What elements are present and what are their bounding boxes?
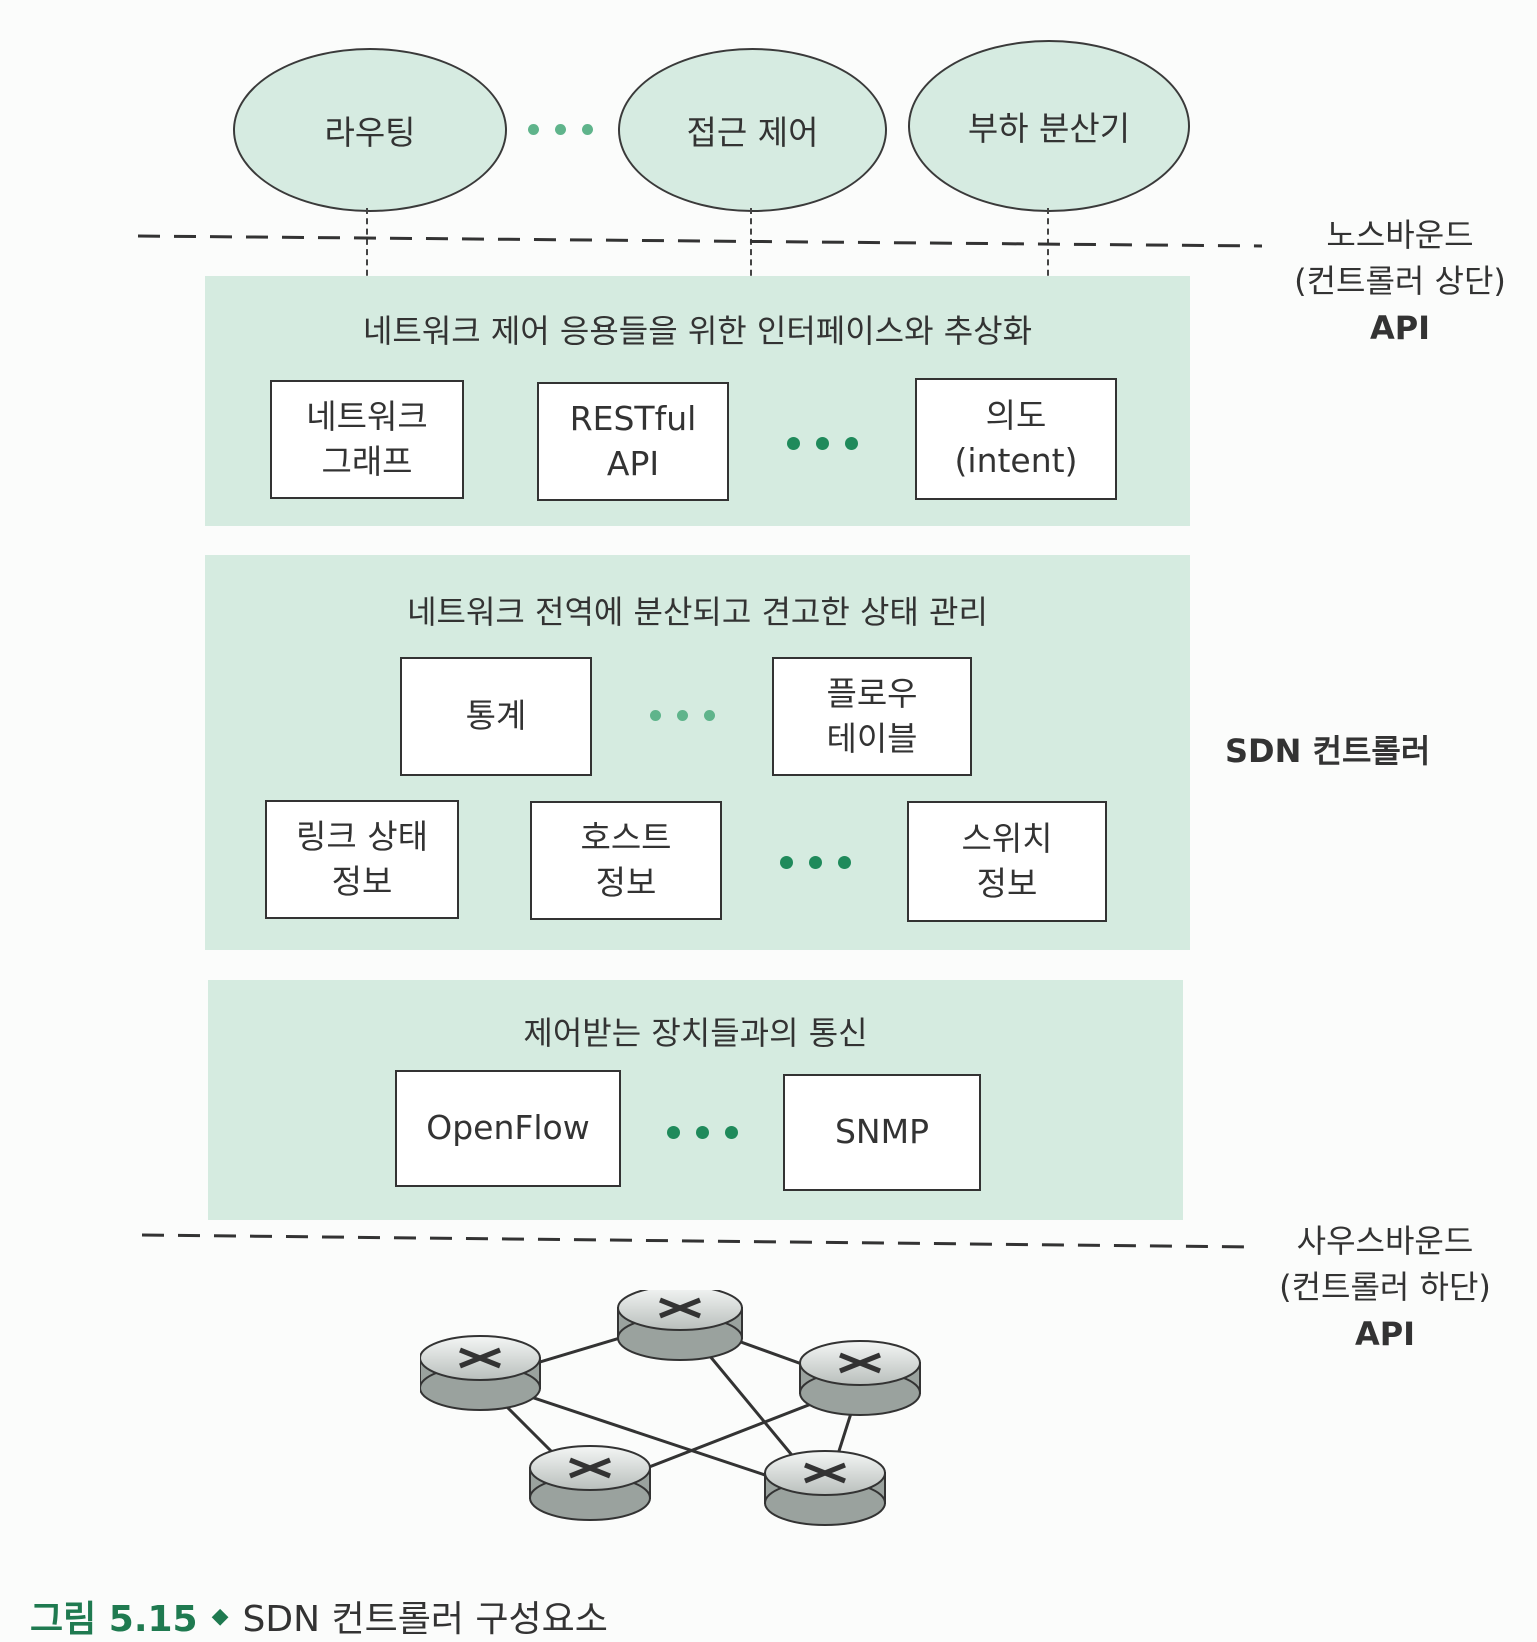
ellipsis-dots-state-bottom <box>780 856 851 869</box>
snmp-line1: SNMP <box>834 1112 929 1152</box>
host-info-line1: 호스트 <box>580 817 672 857</box>
link-state-box: 링크 상태 정보 <box>265 800 459 919</box>
northbound-line3: API <box>1369 308 1431 347</box>
intent-box: 의도 (intent) <box>915 378 1117 500</box>
switch-icon-right <box>799 1340 921 1416</box>
switch-info-line2: 정보 <box>976 863 1038 903</box>
comm-layer-title: 제어받는 장치들과의 통신 <box>523 1014 868 1052</box>
app-access-control: 접근 제어 <box>618 48 887 212</box>
intent-line1: 의도 <box>985 396 1047 436</box>
sdn-controller-label: SDN 컨트롤러 <box>1225 732 1431 770</box>
app-load-balancer: 부하 분산기 <box>908 40 1190 212</box>
connector-routing <box>366 208 368 286</box>
switch-icon-top <box>617 1290 743 1361</box>
northbound-api-label: 노스바운드 (컨트롤러 상단) API <box>1275 212 1525 351</box>
switch-icon-left <box>420 1335 541 1411</box>
statistics-line1: 통계 <box>465 696 527 736</box>
switch-info-line1: 스위치 <box>961 818 1053 858</box>
app-load-balancer-label: 부하 분산기 <box>967 109 1131 148</box>
southbound-line1: 사우스바운드 <box>1296 1222 1474 1260</box>
switch-icon-bottom-right <box>764 1450 886 1526</box>
interface-layer-title: 네트워크 제어 응용들을 위한 인터페이스와 추상화 <box>362 312 1033 350</box>
network-graph-line2: 그래프 <box>321 441 413 481</box>
app-access-control-label: 접근 제어 <box>686 113 819 152</box>
switch-info-box: 스위치 정보 <box>907 801 1107 922</box>
link-state-line1: 링크 상태 <box>296 816 428 856</box>
switch-icon-bottom-left <box>529 1445 651 1521</box>
app-routing: 라우팅 <box>233 48 507 212</box>
southbound-api-label: 사우스바운드 (컨트롤러 하단) API <box>1260 1218 1510 1357</box>
network-graph-line1: 네트워크 <box>306 396 428 436</box>
host-info-box: 호스트 정보 <box>530 801 722 920</box>
flow-table-line2: 테이블 <box>826 718 918 758</box>
restful-api-line2: API <box>606 443 660 483</box>
openflow-line1: OpenFlow <box>426 1108 590 1148</box>
ellipsis-dots-interface <box>787 437 858 450</box>
southbound-dashed-line <box>141 1233 1253 1249</box>
flow-table-box: 플로우 테이블 <box>772 657 972 776</box>
state-layer-panel: 네트워크 전역에 분산되고 견고한 상태 관리 통계 플로우 테이블 링크 상태… <box>205 555 1190 950</box>
southbound-line3: API <box>1354 1314 1416 1353</box>
northbound-line2: (컨트롤러 상단) <box>1294 262 1506 301</box>
comm-layer-panel: 제어받는 장치들과의 통신 OpenFlow SNMP <box>208 980 1183 1220</box>
statistics-box: 통계 <box>400 657 592 776</box>
intent-line2: (intent) <box>954 441 1078 480</box>
switch-network <box>420 1290 921 1526</box>
figure-caption: 그림 5.15 ◆ SDN 컨트롤러 구성요소 <box>30 1590 608 1642</box>
southbound-line2: (컨트롤러 하단) <box>1279 1268 1491 1307</box>
link-state-line2: 정보 <box>331 861 393 901</box>
restful-api-box: RESTful API <box>537 382 729 501</box>
ellipsis-dots-comm <box>667 1126 738 1139</box>
diamond-icon: ◆ <box>211 1603 229 1629</box>
figure-number: 그림 5.15 <box>30 1599 198 1640</box>
ellipsis-dots-apps <box>528 124 593 135</box>
figure-caption-text: SDN 컨트롤러 구성요소 <box>242 1599 608 1640</box>
host-info-line2: 정보 <box>595 862 657 902</box>
connector-access-control <box>750 208 752 286</box>
network-graph-box: 네트워크 그래프 <box>270 380 464 499</box>
flow-table-line1: 플로우 <box>826 673 918 713</box>
state-layer-title: 네트워크 전역에 분산되고 견고한 상태 관리 <box>407 593 988 631</box>
snmp-box: SNMP <box>783 1074 981 1191</box>
northbound-dashed-line <box>137 234 1263 248</box>
connector-load-balancer <box>1047 208 1049 286</box>
interface-layer-panel: 네트워크 제어 응용들을 위한 인터페이스와 추상화 네트워크 그래프 REST… <box>205 276 1190 526</box>
openflow-box: OpenFlow <box>395 1070 621 1187</box>
ellipsis-dots-state-top <box>650 710 715 721</box>
restful-api-line1: RESTful <box>569 398 697 438</box>
northbound-line1: 노스바운드 <box>1326 216 1474 254</box>
app-routing-label: 라우팅 <box>324 113 416 152</box>
